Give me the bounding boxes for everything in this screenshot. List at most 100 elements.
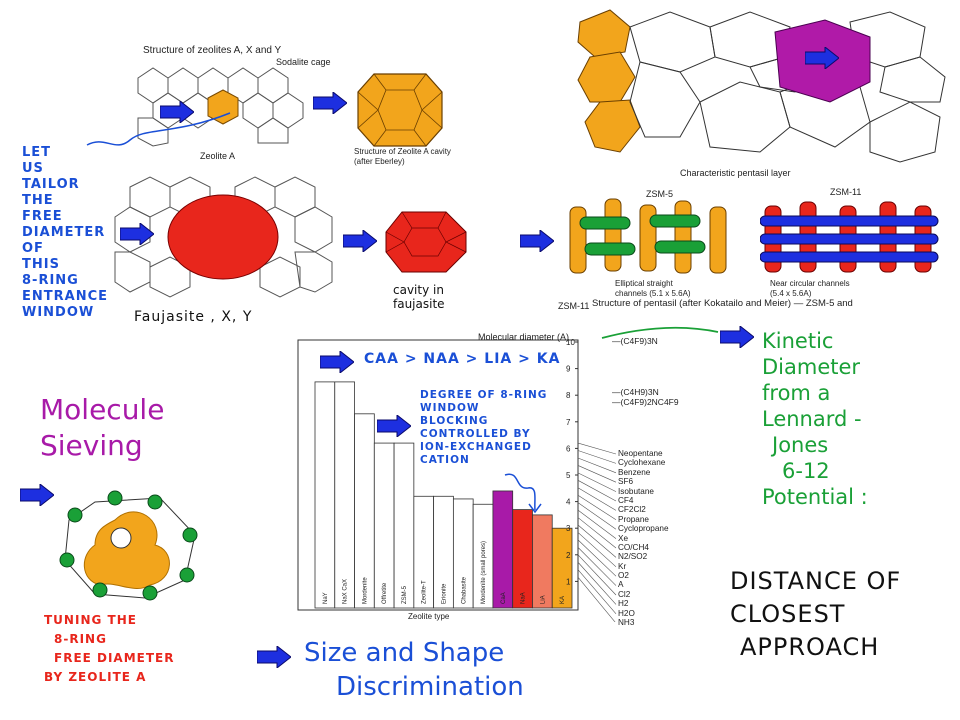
zeolite-structure-title: Structure of zeolites A, X and Y [143, 45, 282, 56]
chart-molecule-leader [577, 547, 617, 586]
chart-molecule-label: Isobutane [618, 486, 654, 496]
chart-molecule-label: N2/SO2 [618, 552, 648, 562]
chart-molecule-label: H2O [618, 608, 635, 618]
chart-y-tick-label: 9 [566, 365, 571, 374]
arrow-icon [720, 326, 754, 348]
chart-molecule-label: O2 [618, 571, 629, 581]
arrow-icon [120, 223, 154, 245]
chart-molecule-label: Propane [618, 514, 649, 524]
chart-category-label: Mordenite (small pores) [481, 541, 487, 604]
chart-ylabel: Molecular diameter (A) [478, 332, 570, 342]
zsm11-title: ZSM-11 [830, 187, 862, 197]
chart-y-tick-label: 2 [566, 551, 571, 560]
distance-note: DISTANCE OF CLOSEST APPROACH [730, 567, 902, 661]
chart-category-label: LiA [540, 595, 546, 604]
chart-category-label: Chabasite [461, 576, 467, 604]
chart-category-label: Erionite [442, 583, 448, 604]
chart-category-label: Mordenite [362, 577, 368, 604]
chart-y-tick-label: 6 [566, 444, 571, 453]
chart-bar [314, 381, 336, 609]
pentasil-layer-label: Characteristic pentasil layer [680, 168, 791, 178]
arrow-icon [343, 230, 377, 252]
chart-y-tick-label: 10 [566, 338, 575, 347]
chart-y-tick-label: 4 [566, 498, 571, 507]
chart-bar [393, 442, 415, 609]
chart-molecule-leader [577, 524, 617, 558]
sodalite-cage-label: Sodalite cage [276, 57, 331, 67]
chart-molecule-label: Neopentane [618, 449, 663, 458]
chart-molecule-leader [577, 517, 617, 549]
chart-molecule-label: SF6 [618, 477, 634, 487]
faujasite-cavity [385, 211, 467, 273]
cation-order-note: CaA > NaA > LiA > KA [364, 351, 561, 367]
chart-category-label: Offretite [382, 582, 388, 604]
faujasite-framework [114, 176, 333, 298]
chart-molecule-leader [577, 532, 617, 568]
chart-molecule-label: Kr [618, 561, 627, 571]
degree-note: DEGREE OF 8-RING WINDOW BLOCKING CONTROL… [420, 389, 548, 466]
degree-pointer [504, 473, 542, 514]
zeolite-a-cavity-caption: Structure of Zeolite A cavity (after Ebe… [354, 147, 451, 166]
chart-molecule-leader [577, 480, 617, 502]
chart-molecule-leader [577, 509, 617, 539]
kinetic-diameter-note: Kinetic Diameter from a Lennard - Jones … [762, 329, 868, 509]
chart-category-label: Zeolite-T [422, 580, 428, 604]
chart-molecule-leader [577, 487, 617, 511]
chart-molecule-leader [577, 562, 617, 605]
zsm11-channels [760, 201, 939, 273]
chart-molecule-leader [577, 502, 617, 530]
chart-top-molecule-label: —(C4F9)3N [612, 336, 658, 346]
chart-molecule-leader [577, 576, 616, 622]
chart-category-label: NaY [323, 592, 329, 604]
zeolite-a-framework [137, 67, 304, 147]
zeolite-a-ring [59, 490, 198, 601]
arrow-icon [320, 351, 354, 373]
chart-molecule-label: Cyclopropane [618, 524, 669, 534]
tuning-note: TUNING THE 8-RING FREE DIAMETER BY ZEOLI… [44, 613, 175, 684]
chart-molecule-leader [577, 465, 617, 483]
chart-molecule-leader [577, 457, 617, 474]
chart-category-label: NaA [521, 592, 527, 604]
chart-top-molecule-label: —(C4H9)3N [612, 386, 659, 397]
arrow-icon [805, 47, 839, 69]
zsm11-channel-caption: Near circular channels (5.4 x 5.6A) [770, 279, 850, 298]
chart-molecule-leader [577, 569, 617, 614]
chart-category-label: NaX CaX [343, 579, 349, 604]
arrow-icon [520, 230, 554, 252]
chart-y-tick-label: 7 [566, 418, 571, 427]
chart-y-tick-label: 1 [566, 577, 571, 586]
chart-category-label: KA [560, 596, 566, 604]
chart-bar [334, 381, 355, 609]
pentasil-layer [577, 9, 946, 163]
chart-y-tick-label: 5 [566, 471, 571, 480]
molecule-sieving-title: Molecule Sieving [40, 393, 165, 462]
chart-bar [551, 527, 573, 609]
pentasil-structure-caption: Structure of pentasil (after Kokatailo a… [592, 298, 853, 309]
arrow-icon [160, 101, 194, 123]
chart-bar [532, 514, 553, 609]
zsm5-title: ZSM-5 [646, 189, 673, 199]
chart-molecule-label: H2 [618, 599, 629, 609]
zsm5-channels [569, 198, 727, 274]
chart-top-molecule-label: —(C4F9)2NC4F9 [612, 397, 679, 408]
kinetic-pointer-line [601, 326, 719, 339]
chart-molecule-label: Cl2 [618, 589, 631, 599]
chart-category-label: ZSM-5 [402, 585, 408, 604]
chart-molecule-label: Xe [618, 533, 629, 543]
chart-molecule-label: NH3 [618, 618, 635, 628]
chart-molecule-leader [577, 494, 617, 521]
chart-y-tick-label: 8 [566, 391, 571, 400]
zeolite-a-label: Zeolite A [200, 151, 236, 161]
chart-molecule-leader [577, 554, 617, 596]
chart-molecule-label: CO/CH4 [618, 542, 649, 552]
tailor-pointer-line [86, 112, 231, 146]
chart-molecule-leader [577, 539, 617, 577]
chart-molecule-label: Benzene [618, 467, 651, 477]
chart-molecule-leader [577, 442, 617, 455]
arrow-icon [313, 92, 347, 114]
arrow-icon [257, 646, 291, 668]
size-shape-note: Size and Shape Discrimination [304, 638, 524, 702]
faujasite-cavity-label: cavity in faujasite [393, 283, 445, 311]
